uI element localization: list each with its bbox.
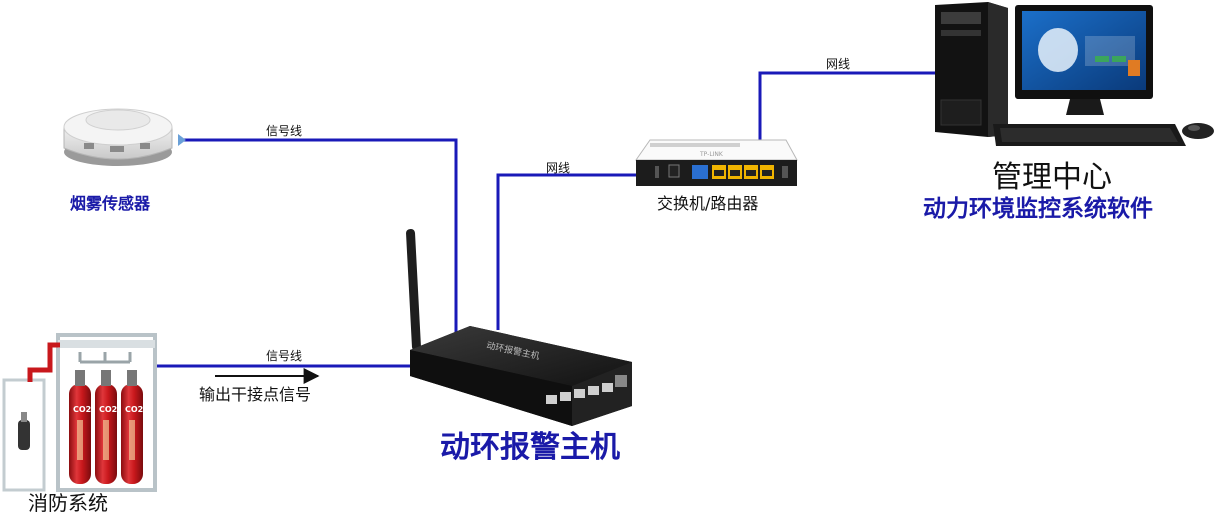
sensor-wire-label: 信号线 <box>266 124 302 138</box>
smoke-detector-icon <box>63 108 186 166</box>
router-icon: TP-LINK <box>635 139 798 186</box>
co2-cylinder: CO2 <box>121 370 143 484</box>
alarm-host-label: 动环报警主机 <box>440 430 620 465</box>
ethernet-ports <box>546 375 627 404</box>
svg-text:CO2: CO2 <box>125 405 143 414</box>
wire-host-to-switch <box>496 173 636 330</box>
dry-contact-note: 输出干接点信号 <box>199 385 311 404</box>
svg-text:CO2: CO2 <box>73 405 91 414</box>
management-label: 管理中心 <box>992 160 1112 195</box>
wires <box>157 71 935 368</box>
co2-cylinder: CO2 <box>69 370 91 484</box>
fire-system-label: 消防系统 <box>28 491 108 515</box>
co2-cylinder: CO2 <box>95 370 117 484</box>
switch-label: 交换机/路由器 <box>657 194 758 213</box>
svg-text:CO2: CO2 <box>99 405 117 414</box>
alarm-host-icon: 动环报警主机 <box>406 229 632 426</box>
pc-wire-label: 网线 <box>826 57 850 71</box>
host-wire-label: 网线 <box>546 161 570 175</box>
management-sublabel: 动力环境监控系统软件 <box>923 195 1153 222</box>
smoke-sensor-label: 烟雾传感器 <box>70 194 151 213</box>
svg-text:TP-LINK: TP-LINK <box>699 151 724 158</box>
computer-icon <box>935 2 1214 146</box>
fire-wire-label: 信号线 <box>266 349 302 363</box>
wire-sensor-to-host <box>178 138 458 335</box>
co2-cylinder-rack-icon: CO2 CO2 CO2 <box>2 333 157 492</box>
wire-switch-to-pc <box>758 71 935 140</box>
